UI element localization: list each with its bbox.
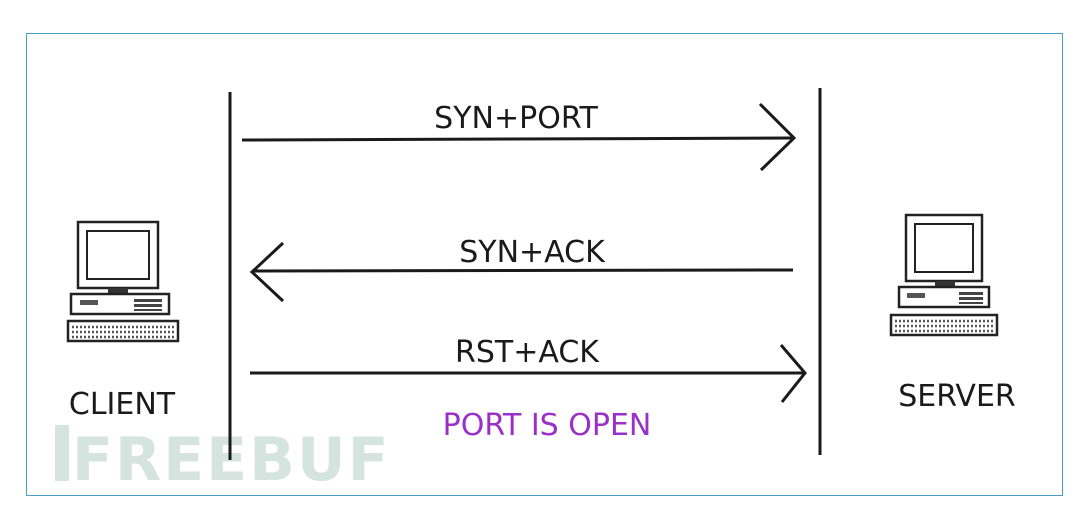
watermark: FREEBUF (55, 425, 389, 495)
message-label: SYN+PORT (434, 101, 598, 136)
client-label: CLIENT (69, 387, 176, 422)
arrow-head-left-icon (249, 241, 285, 303)
port-status: PORT IS OPEN (443, 408, 652, 443)
message-rst-ack: RST+ACK (250, 335, 807, 403)
message-arrow-line (251, 268, 794, 273)
message-syn-ack: SYN+ACK (249, 235, 794, 303)
message-arrow-line (241, 136, 794, 142)
watermark-logo-bar (55, 425, 69, 481)
arrow-head-right-icon (758, 102, 797, 172)
diagram-frame (26, 33, 1063, 496)
message-syn-port: SYN+PORT (241, 101, 797, 172)
arrow-head-right-icon (779, 344, 807, 403)
server-computer-icon (889, 213, 999, 337)
message-label: SYN+ACK (459, 235, 606, 270)
server-label: SERVER (898, 379, 1016, 414)
client-computer-icon (66, 220, 180, 343)
message-label: RST+ACK (455, 335, 600, 370)
